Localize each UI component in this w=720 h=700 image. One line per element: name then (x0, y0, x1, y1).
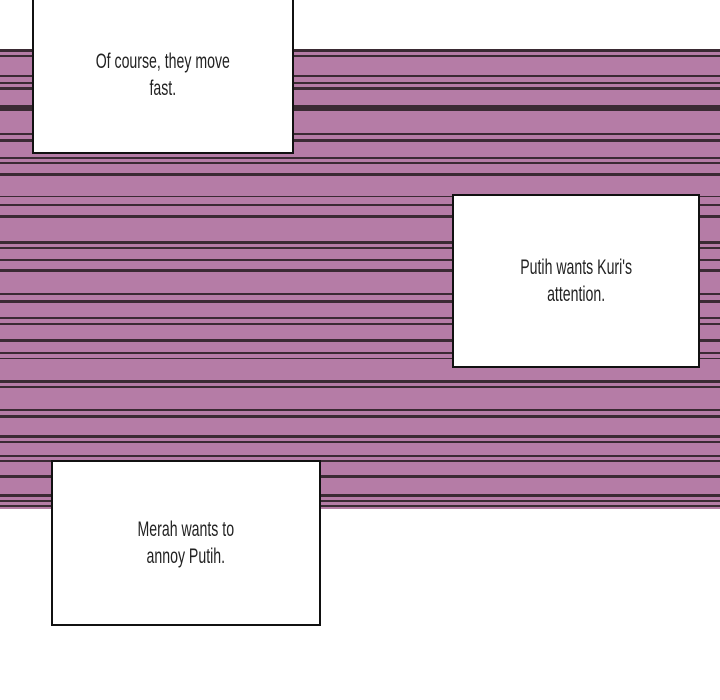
stripe-line (0, 339, 720, 342)
stripe-line (0, 173, 720, 176)
stripe-line (0, 55, 720, 57)
caption-box-1: Of course, they move fast. (32, 0, 294, 154)
stripe-line (0, 323, 720, 325)
stripe-line (0, 475, 720, 478)
stripe-line (0, 269, 720, 272)
stripe-line (0, 259, 720, 261)
stripe-line (0, 380, 720, 383)
stripe-line (0, 352, 720, 354)
stripe-line (0, 105, 720, 109)
stripe-line (0, 415, 720, 418)
caption-line: Of course, they move (95, 50, 231, 73)
stripe-line (0, 435, 720, 438)
stripe-line (0, 455, 720, 457)
caption-box-3: Merah wants to annoy Putih. (51, 460, 321, 626)
caption-line: annoy Putih. (146, 545, 226, 568)
stripe-line (0, 157, 720, 159)
stripe-line (0, 494, 720, 497)
stripe-line (0, 82, 720, 84)
caption-box-2: Putih wants Kuri's attention. (452, 194, 700, 368)
stripe-line (0, 204, 720, 206)
stripe-line (0, 215, 720, 218)
stripe-line (0, 409, 720, 411)
caption-text: Merah wants to annoy Putih. (127, 516, 245, 570)
stripe-line (0, 293, 720, 295)
caption-line: Merah wants to (137, 518, 235, 541)
stripe-line (0, 441, 720, 443)
caption-text: Putih wants Kuri's attention. (508, 254, 644, 308)
stripe-line (0, 505, 720, 507)
caption-line: fast. (149, 77, 177, 100)
stripe-line (0, 133, 720, 135)
stripe-line (0, 87, 720, 90)
stripe-line (0, 196, 720, 197)
stripe-line (0, 247, 720, 249)
stripe-line (0, 162, 720, 164)
stripe-line (0, 241, 720, 244)
stripe-line (0, 500, 720, 502)
stripe-line (0, 317, 720, 319)
stripe-line (0, 358, 720, 359)
stripe-line (0, 460, 720, 462)
stripe-line (0, 109, 720, 111)
caption-line: Putih wants Kuri's (520, 256, 632, 279)
caption-text: Of course, they move fast. (81, 48, 245, 102)
caption-line: attention. (546, 283, 606, 306)
stripe-line (0, 139, 720, 142)
stripe-line (0, 300, 720, 303)
stripe-line (0, 75, 720, 77)
stripe-line (0, 386, 720, 388)
stripe-line (0, 49, 720, 52)
